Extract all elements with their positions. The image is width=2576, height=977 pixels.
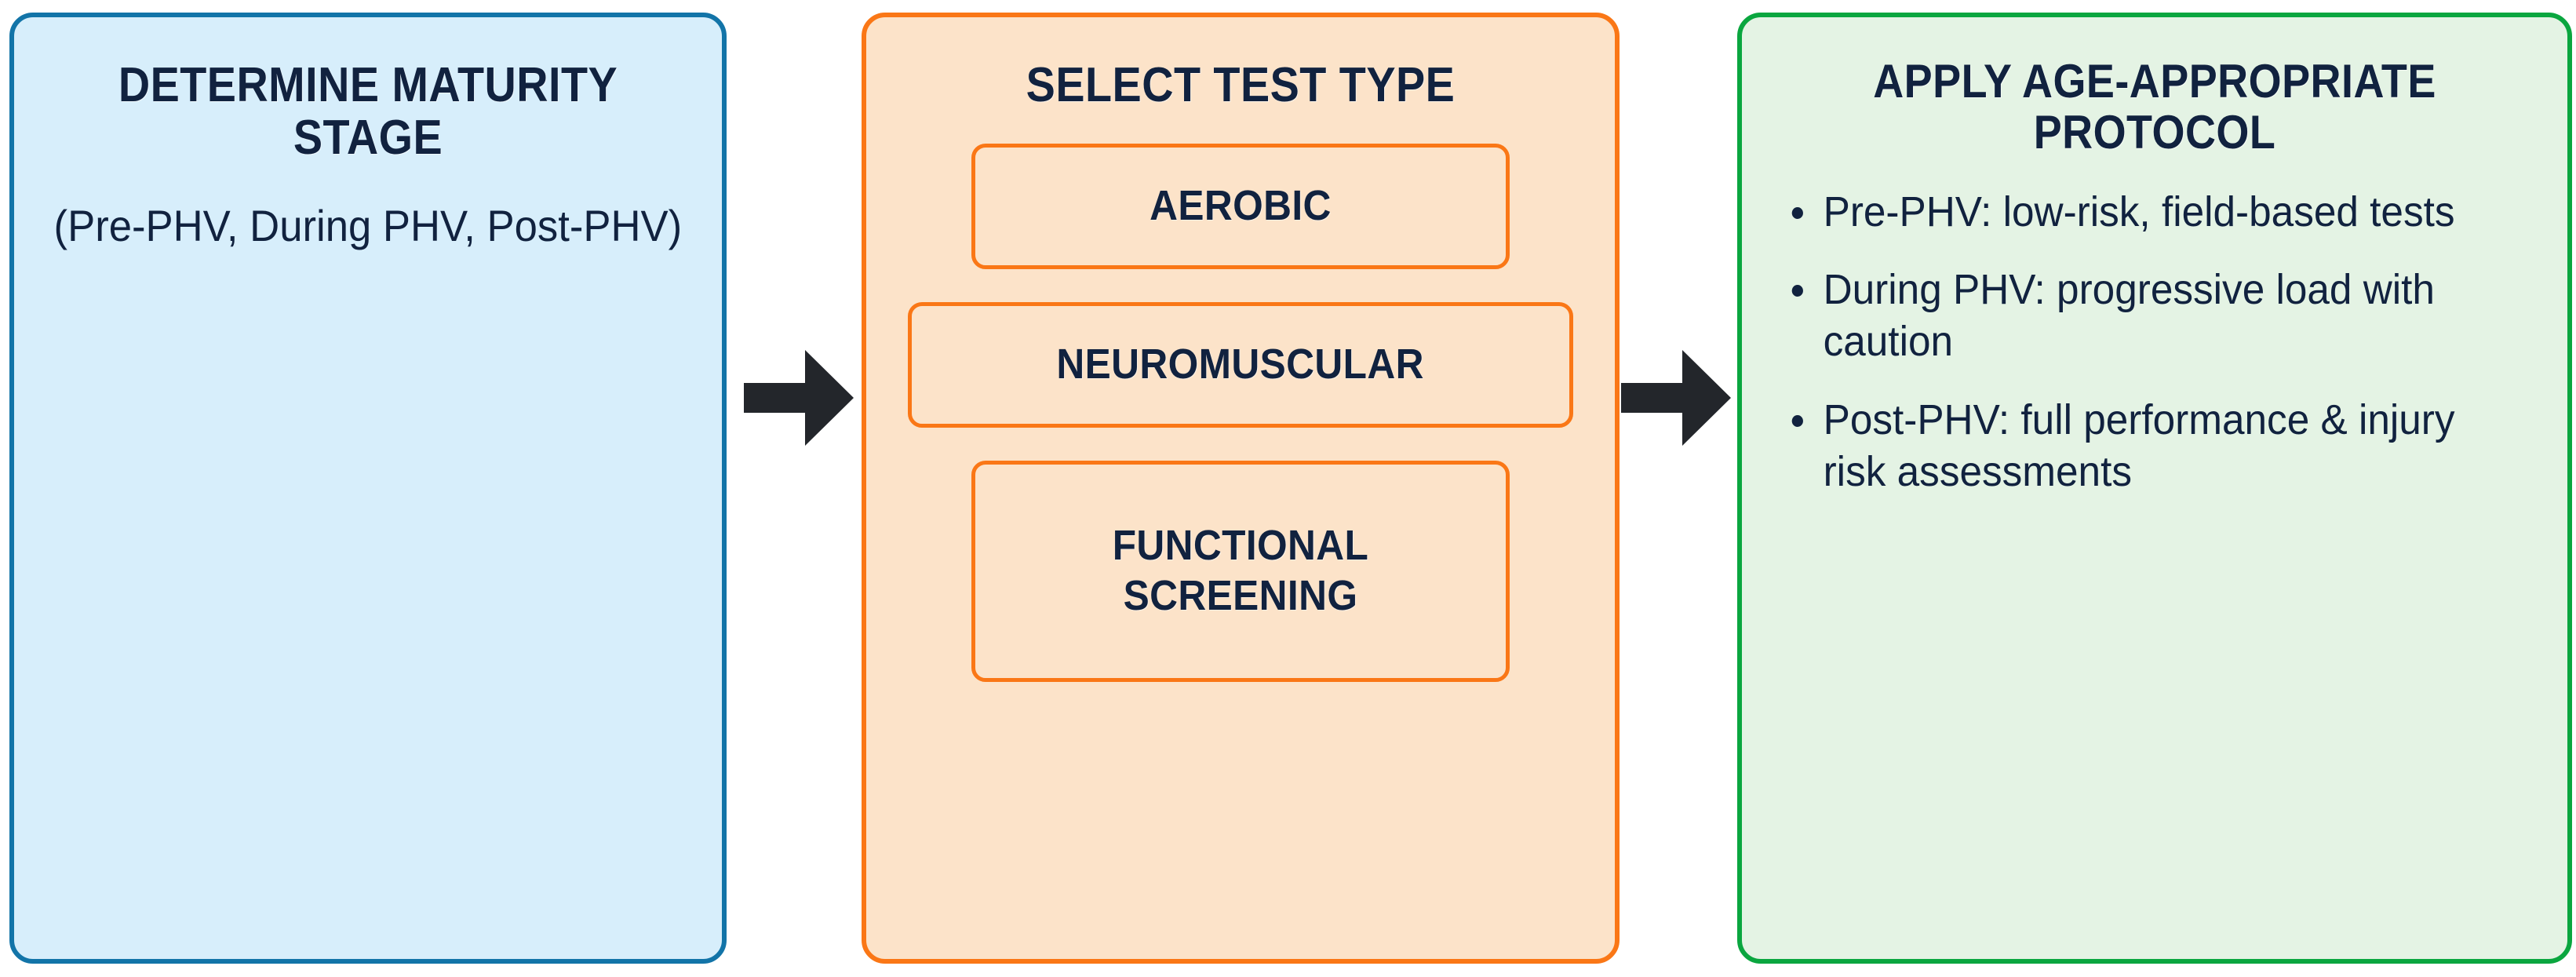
- arrow-right-icon-2: [1621, 339, 1731, 457]
- list-item: Pre-PHV: low-risk, field-based tests: [1787, 187, 2488, 239]
- arrow-right-icon-1: [744, 339, 854, 457]
- test-type-option-functional-screening[interactable]: FUNCTIONAL SCREENING: [971, 460, 1510, 682]
- step-2-title: SELECT TEST TYPE: [1026, 58, 1456, 112]
- list-item: Post-PHV: full performance & injury risk…: [1787, 395, 2488, 498]
- step-3-title: APPLY AGE-APPROPRIATE PROTOCOL: [1873, 55, 2436, 159]
- step-apply-age-appropriate-protocol: APPLY AGE-APPROPRIATE PROTOCOL Pre-PHV: …: [1737, 13, 2572, 964]
- option-label-neuromuscular: NEUROMUSCULAR: [1056, 341, 1425, 388]
- test-type-option-neuromuscular[interactable]: NEUROMUSCULAR: [908, 301, 1573, 428]
- protocol-bullet-list: Pre-PHV: low-risk, field-based tests Dur…: [1742, 187, 2567, 525]
- step-select-test-type: SELECT TEST TYPE AEROBIC NEUROMUSCULAR F…: [862, 13, 1620, 964]
- list-item: During PHV: progressive load with cautio…: [1787, 264, 2488, 368]
- option-label-functional-screening: FUNCTIONAL SCREENING: [1112, 522, 1369, 619]
- step-1-subtitle: (Pre-PHV, During PHV, Post-PHV): [53, 200, 683, 250]
- step-determine-maturity-stage: DETERMINE MATURITY STAGE (Pre-PHV, Durin…: [9, 13, 727, 964]
- test-type-option-aerobic[interactable]: AEROBIC: [971, 143, 1510, 269]
- option-label-aerobic: AEROBIC: [1150, 182, 1332, 230]
- step-1-title: DETERMINE MATURITY STAGE: [118, 58, 618, 165]
- test-type-options: AEROBIC NEUROMUSCULAR FUNCTIONAL SCREENI…: [866, 143, 1615, 682]
